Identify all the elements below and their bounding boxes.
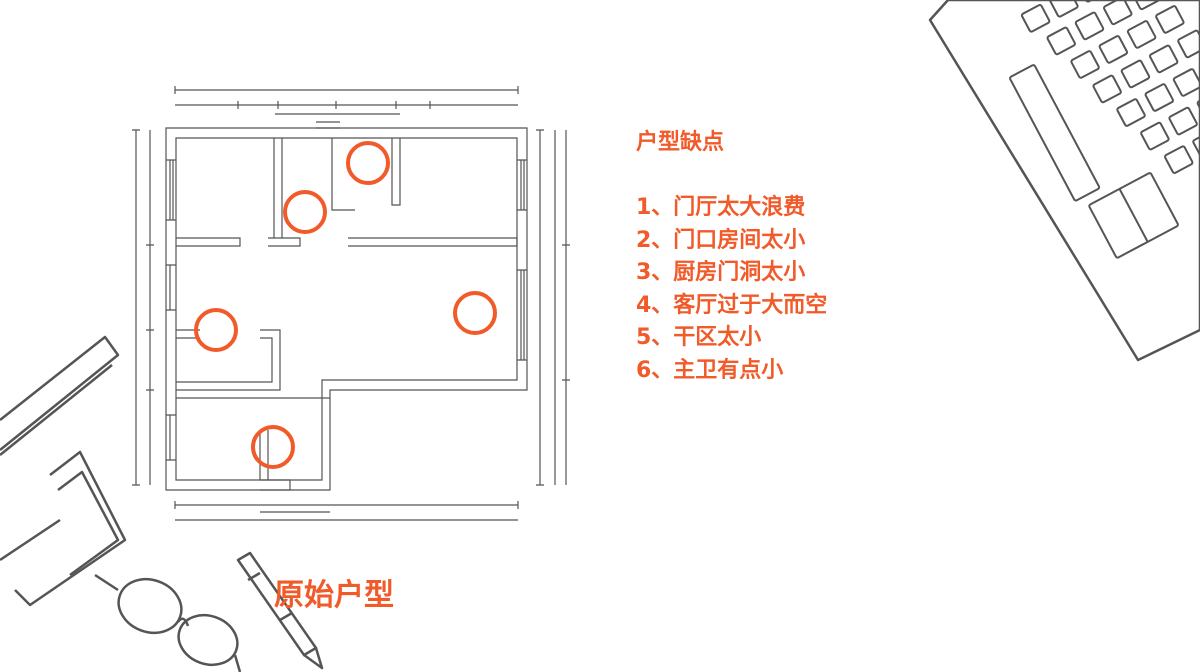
pen-icon xyxy=(236,551,324,670)
problem-markers xyxy=(194,141,497,469)
laptop-icon xyxy=(0,335,127,607)
defect-item: 2、门口房间太小 xyxy=(636,227,806,253)
floor-plan xyxy=(132,86,570,521)
defect-item: 4、客厅过于大而空 xyxy=(636,292,828,318)
plan-title: 原始户型 xyxy=(274,578,394,613)
defect-item: 6、主卫有点小 xyxy=(636,357,784,383)
marker-foyer xyxy=(346,141,390,185)
marker-entry-room xyxy=(283,190,327,234)
defect-item: 1、门厅太大浪费 xyxy=(636,195,806,220)
marker-living-room xyxy=(453,291,497,335)
marker-dry-area xyxy=(251,425,295,469)
defect-item: 3、厨房门洞太小 xyxy=(636,260,806,285)
marker-kitchen-door xyxy=(194,308,238,352)
defects-heading: 户型缺点 xyxy=(636,130,725,155)
defects-list: 1、门厅太大浪费 2、门口房间太小 3、厨房门洞太小 4、客厅过于大而空 5、干… xyxy=(636,192,827,387)
glasses-icon xyxy=(94,573,242,672)
defect-item: 5、干区太小 xyxy=(636,325,762,350)
keyboard-icon xyxy=(928,0,1200,362)
